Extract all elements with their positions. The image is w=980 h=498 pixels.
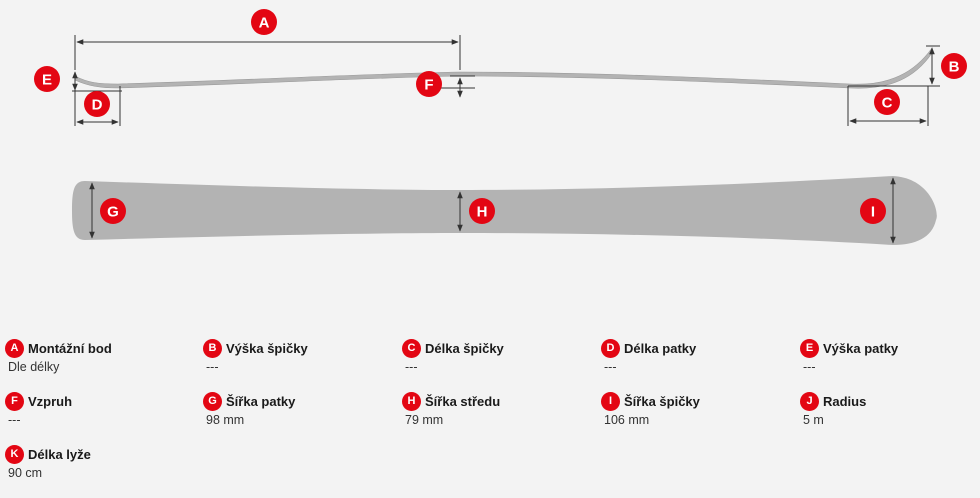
legend-value: --- bbox=[405, 360, 418, 374]
svg-text:I: I bbox=[871, 204, 875, 221]
legend-label: Montážní bod bbox=[28, 340, 112, 356]
legend-label: Délka patky bbox=[624, 340, 697, 356]
badge-a: A bbox=[5, 338, 24, 358]
legend-label: Výška patky bbox=[823, 340, 899, 356]
svg-text:D: D bbox=[92, 97, 103, 114]
legend-label: Radius bbox=[823, 393, 867, 409]
legend-value: 90 cm bbox=[8, 466, 43, 480]
badge-f: F bbox=[5, 391, 24, 411]
legend-label: Šířka špičky bbox=[624, 393, 700, 409]
dimension-lines bbox=[72, 35, 940, 244]
badge-k: K bbox=[5, 444, 24, 464]
marker-h: H bbox=[469, 198, 495, 224]
badge-b: B bbox=[203, 338, 222, 358]
badge-j: J bbox=[800, 391, 819, 411]
marker-g: G bbox=[100, 198, 126, 224]
legend-label: Šířka patky bbox=[226, 393, 296, 409]
svg-text:E: E bbox=[42, 72, 52, 89]
svg-text:F: F bbox=[424, 77, 433, 94]
marker-i: I bbox=[860, 198, 886, 224]
badge-d: D bbox=[601, 338, 620, 358]
marker-f: F bbox=[416, 71, 442, 97]
ski-top-view bbox=[72, 176, 937, 245]
legend-label: Výška špičky bbox=[226, 340, 308, 356]
svg-text:A: A bbox=[259, 15, 270, 32]
legend-value: 5 m bbox=[803, 413, 824, 427]
legend-label: Vzpruh bbox=[28, 393, 73, 409]
legend-value: --- bbox=[803, 360, 816, 374]
marker-e: E bbox=[34, 66, 60, 92]
ski-side-profile bbox=[74, 47, 933, 89]
legend-label: Délka špičky bbox=[425, 340, 504, 356]
badge-g: G bbox=[203, 391, 222, 411]
marker-a: A bbox=[251, 9, 277, 35]
marker-b: B bbox=[941, 53, 967, 79]
badge-e: E bbox=[800, 338, 819, 358]
badge-i: I bbox=[601, 391, 620, 411]
legend-value: 79 mm bbox=[405, 413, 444, 427]
ski-diagram: A B C D E F G H I bbox=[34, 9, 967, 245]
legend-label: Šířka středu bbox=[425, 393, 501, 409]
marker-c: C bbox=[874, 89, 900, 115]
legend-value: 106 mm bbox=[604, 413, 650, 427]
legend-value: --- bbox=[8, 413, 21, 427]
svg-text:G: G bbox=[107, 204, 119, 221]
marker-d: D bbox=[84, 91, 110, 117]
legend-value: Dle délky bbox=[8, 360, 60, 374]
legend-value: --- bbox=[206, 360, 219, 374]
legend-value: --- bbox=[604, 360, 617, 374]
svg-text:B: B bbox=[949, 59, 960, 76]
badge-h: H bbox=[402, 391, 421, 411]
svg-text:H: H bbox=[477, 204, 488, 221]
badge-c: C bbox=[402, 338, 421, 358]
svg-text:C: C bbox=[882, 95, 893, 112]
legend-label: Délka lyže bbox=[28, 446, 91, 462]
legend-value: 98 mm bbox=[206, 413, 245, 427]
